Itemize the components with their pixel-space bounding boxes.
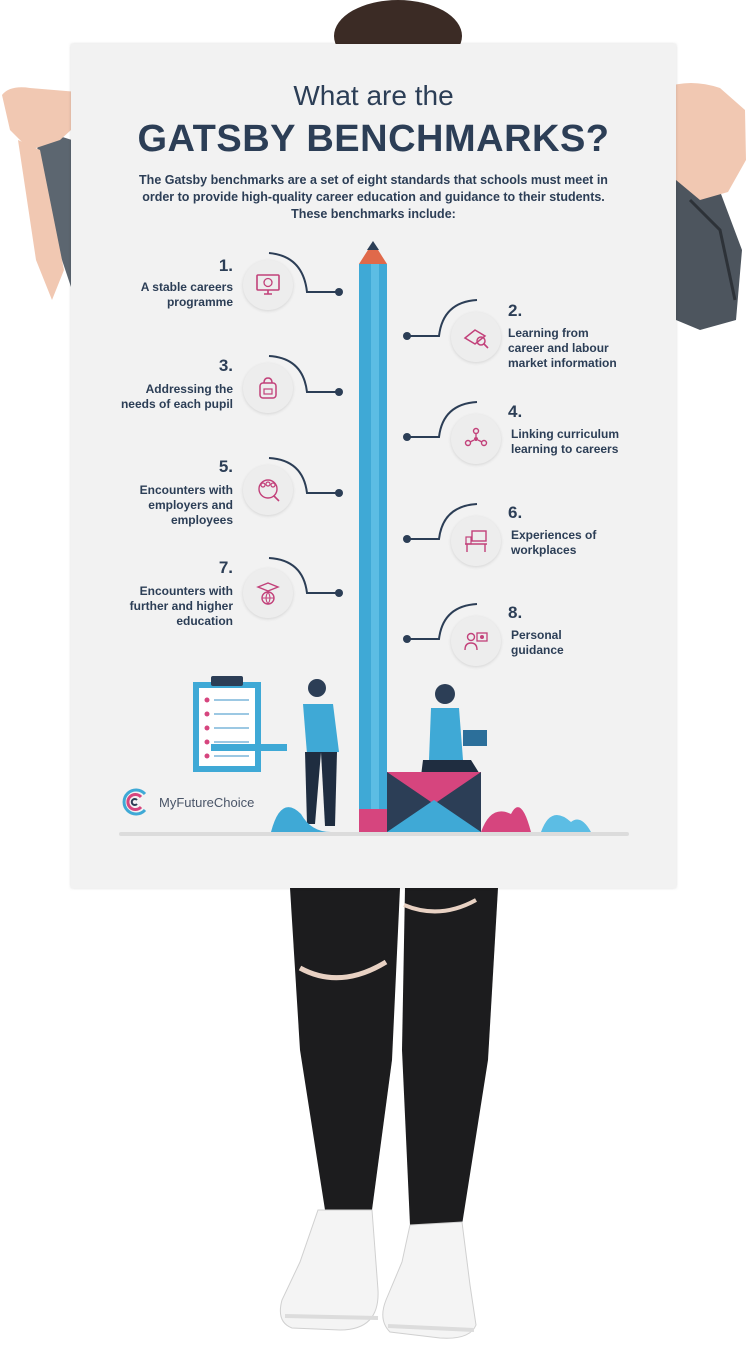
benchmark-1-label: A stable careers programme: [101, 280, 233, 310]
benchmark-6-line1: Experiences of: [511, 528, 597, 542]
poster-intro: The Gatsby benchmarks are a set of eight…: [111, 172, 636, 223]
benchmark-4-line2: learning to careers: [511, 442, 619, 456]
poster-title-line2: GATSBY BENCHMARKS?: [137, 118, 610, 160]
benchmark-2-label: Learning from career and labour market i…: [508, 326, 638, 371]
benchmark-4-label: Linking curriculum learning to careers: [511, 427, 641, 457]
benchmark-7-line1: Encounters with: [139, 584, 233, 598]
benchmark-3-number: 3.: [218, 356, 233, 375]
benchmark-8-line1: Personal: [511, 628, 562, 642]
backpack-icon: [243, 363, 293, 413]
monitor-icon: [243, 260, 293, 310]
personal-guidance-icon: [451, 616, 501, 666]
bottom-illustration: [119, 676, 629, 836]
benchmark-7-label: Encounters with further and higher educa…: [101, 584, 233, 629]
pencil-timeline: [268, 241, 478, 835]
poster: What are the GATSBY BENCHMARKS? The Gats…: [71, 44, 676, 888]
benchmark-3-line2: needs of each pupil: [120, 397, 233, 411]
benchmark-5-line2: employers and: [148, 498, 233, 512]
benchmark-3-label: Addressing the needs of each pupil: [91, 382, 233, 412]
group-search-icon: [243, 465, 293, 515]
graduation-globe-icon: [243, 568, 293, 618]
book-magnifier-icon: [451, 312, 501, 362]
benchmark-1-line1: A stable careers: [140, 280, 233, 294]
logo-mark-icon: [122, 788, 147, 816]
myfuturechoice-logo: MyFutureChoice: [119, 786, 254, 823]
benchmark-2-line1: Learning from: [508, 326, 589, 340]
benchmark-6-number: 6.: [508, 503, 523, 522]
benchmark-5-number: 5.: [218, 457, 233, 476]
benchmark-7-line3: education: [176, 614, 233, 628]
benchmark-1-line2: programme: [166, 295, 233, 309]
benchmark-5-label: Encounters with employers and employees: [101, 483, 233, 528]
benchmark-4-line1: Linking curriculum: [511, 427, 620, 441]
network-nodes-icon: [451, 414, 501, 464]
benchmark-1-number: 1.: [218, 256, 233, 275]
benchmark-6-label: Experiences of workplaces: [511, 528, 641, 558]
benchmark-8-number: 8.: [508, 603, 523, 622]
poster-title-line1: What are the: [293, 80, 454, 111]
benchmark-2-line2: career and labour: [508, 341, 609, 355]
benchmark-2-line3: market information: [508, 356, 617, 370]
benchmark-5-line1: Encounters with: [139, 483, 233, 497]
benchmark-2-number: 2.: [508, 301, 523, 320]
benchmark-6-line2: workplaces: [511, 543, 577, 557]
benchmark-7-line2: further and higher: [129, 599, 233, 613]
intro-line3: These benchmarks include:: [291, 207, 456, 221]
benchmark-7-number: 7.: [218, 558, 233, 577]
benchmark-8-line2: guidance: [511, 643, 564, 657]
benchmark-5-line3: employees: [170, 513, 233, 527]
intro-line1: The Gatsby benchmarks are a set of eight…: [139, 173, 608, 187]
benchmark-8-label: Personal guidance: [511, 628, 641, 658]
benchmark-4-number: 4.: [508, 402, 523, 421]
logo-text: MyFutureChoice: [159, 795, 255, 810]
benchmark-3-line1: Addressing the: [145, 382, 233, 396]
workstation-icon: [451, 516, 501, 566]
intro-line2: order to provide high-quality career edu…: [142, 190, 605, 204]
